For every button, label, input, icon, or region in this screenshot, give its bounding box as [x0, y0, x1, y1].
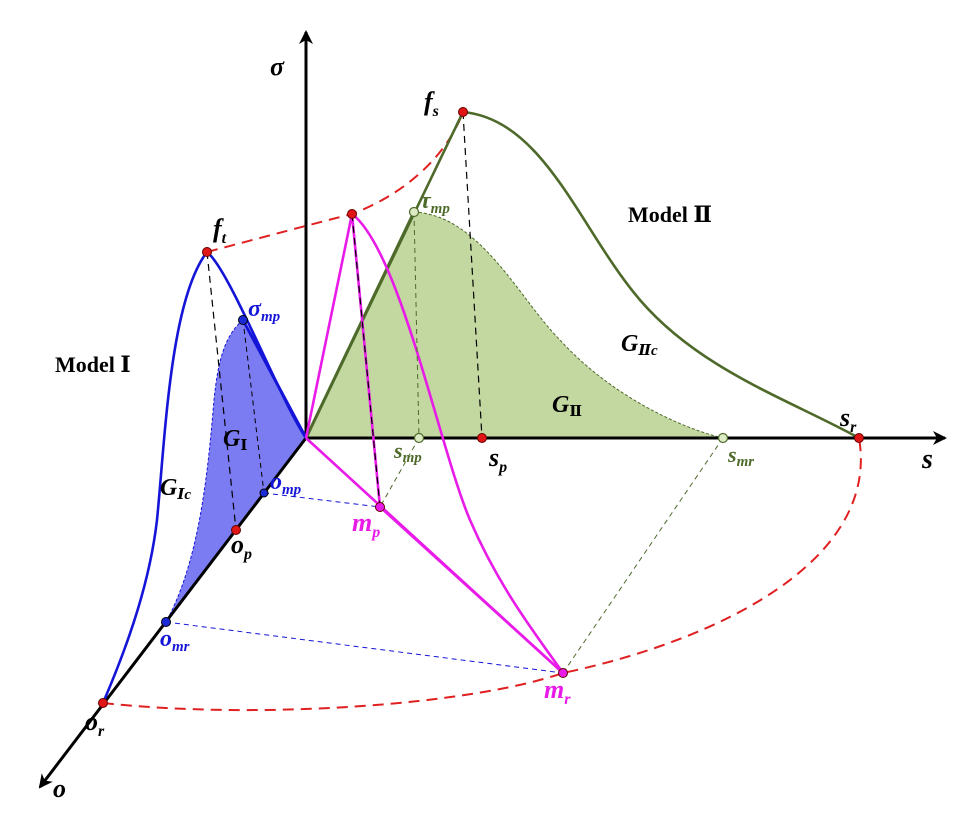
sigma-mp-label: σmp [248, 296, 281, 325]
sigma-mp-marker [238, 315, 248, 325]
s-mr-marker [717, 432, 729, 444]
tau-mp-label: τmp [420, 188, 450, 217]
f-t-marker [202, 247, 212, 257]
m-r-label: mr [544, 675, 571, 708]
o-mp-marker [259, 488, 269, 498]
o-p-marker [231, 525, 241, 535]
s-mr-label: smr [727, 442, 754, 470]
projection-lines [165, 111, 724, 674]
s-mp-marker [413, 432, 425, 444]
g2-label: GⅡ [552, 392, 582, 420]
g1-area-boundary [165, 319, 244, 623]
s-p-marker [477, 433, 487, 443]
f-t-label: ft [213, 214, 227, 247]
g2-area [306, 212, 723, 438]
mixed-peak-marker [347, 209, 357, 219]
sigma-axis-label: σ [270, 52, 285, 81]
s-r-label: sr [839, 403, 857, 436]
s-p-label: sp [488, 443, 507, 476]
mixed-mode-curve [304, 211, 565, 674]
model2-title: Model Ⅱ [628, 202, 712, 227]
o-r-marker [98, 698, 108, 708]
mixed-mode-mp-line [379, 506, 564, 674]
f-s-label: fs [424, 87, 439, 120]
g1c-label: GⅠc [160, 475, 191, 503]
s-axis-label: s [921, 444, 933, 475]
model2-curve [304, 110, 860, 440]
o-axis-label: o [53, 774, 66, 803]
model1-linear-softening [241, 319, 308, 439]
m-r-marker [558, 668, 568, 678]
g1-area [166, 320, 306, 622]
model1-title: Model Ⅰ [55, 352, 131, 377]
g2c-label: GⅡc [621, 331, 658, 359]
model1-curve [101, 250, 308, 704]
o-p-label: op [231, 530, 252, 563]
s-r-marker [854, 433, 864, 443]
s-mp-label: smp [393, 438, 422, 466]
o-mr-label: omr [160, 626, 190, 655]
f-s-marker [458, 107, 468, 117]
model2-peak-linear [304, 211, 416, 439]
o-mp-label: omp [270, 469, 302, 498]
g2-area-boundary [413, 211, 724, 439]
m-p-marker [375, 502, 385, 512]
g1-label: GⅠ [223, 426, 247, 454]
envelope-bottom-curve [102, 437, 862, 712]
tau-mp-marker [408, 206, 420, 218]
o-mr-marker [161, 617, 171, 627]
o-r-label: or [85, 707, 105, 740]
m-p-label: mp [352, 508, 380, 541]
